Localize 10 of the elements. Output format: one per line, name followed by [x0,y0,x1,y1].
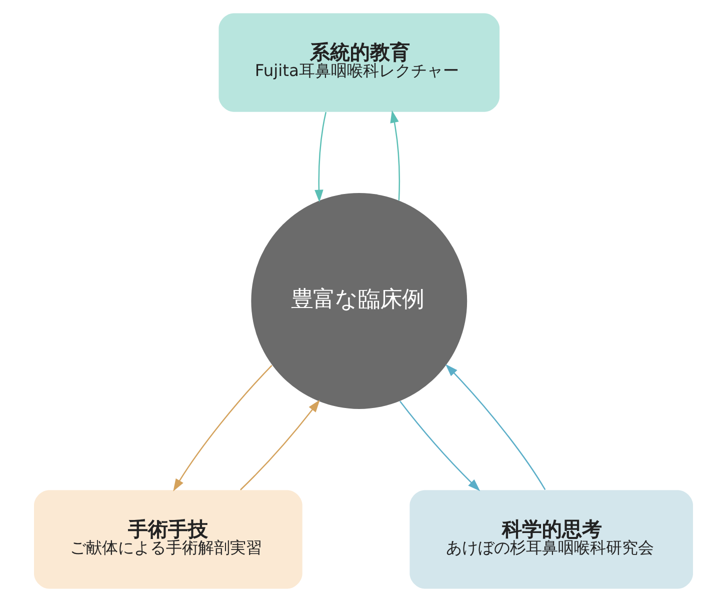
arrow [390,110,400,200]
node-box: 科学的思考 あけぼの杉耳鼻咽喉科研究会 [409,490,692,589]
node-box: 系統的教育 Fujita耳鼻咽喉科レクチャー [218,13,500,112]
arrow [444,364,546,490]
node-circle: 豊富な臨床例 [250,193,467,409]
arrow [172,365,272,492]
arrow [314,112,326,202]
node-box: 手術手技 ご献体による手術解剖実習 [34,490,302,589]
arrow [399,400,480,492]
arrow [240,400,320,490]
